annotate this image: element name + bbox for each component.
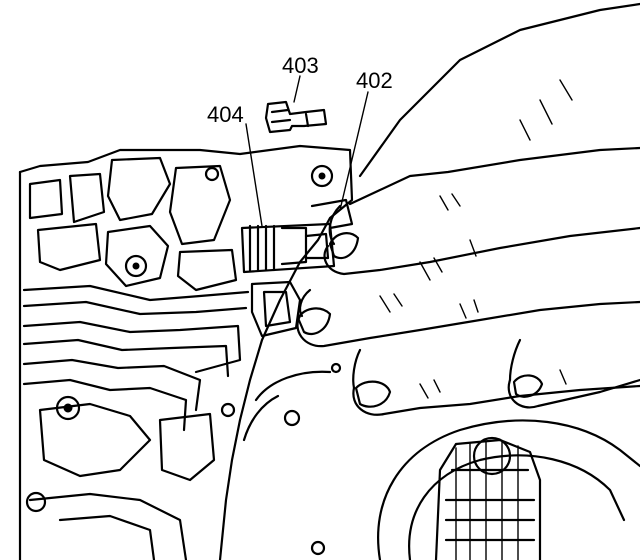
hand: [296, 2, 640, 416]
retainer-403: [264, 100, 328, 134]
leader-404: [245, 123, 263, 227]
callout-404: 404: [207, 102, 244, 127]
transmission-case: [242, 362, 640, 560]
callout-402: 402: [356, 68, 393, 93]
solenoid-402: [240, 198, 354, 274]
callout-403: 403: [282, 53, 319, 78]
valve-body: [18, 144, 354, 560]
leader-402: [339, 91, 369, 211]
leader-403: [293, 75, 301, 103]
